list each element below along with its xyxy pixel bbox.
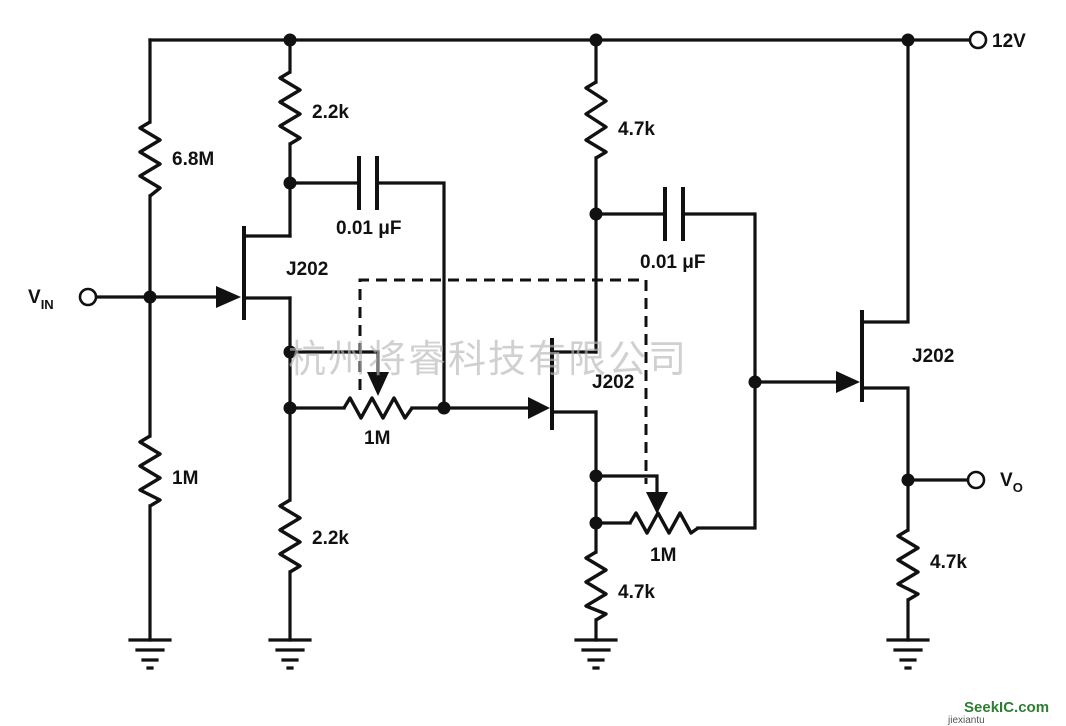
- capacitors: [357, 156, 685, 241]
- resistor-1m-input-label: 1M: [172, 468, 198, 489]
- junction-dot: [589, 207, 603, 221]
- stage3-source-column: [860, 386, 910, 642]
- vo-label: VO: [1000, 470, 1023, 495]
- gang-linkage: [358, 278, 648, 484]
- supply-terminal: [968, 30, 988, 50]
- capacitor-2-plates: [663, 187, 685, 241]
- grounds: [128, 638, 930, 670]
- junction-dot: [437, 401, 451, 415]
- jfet-1-label: J202: [286, 259, 328, 280]
- stage3-drain-column: [860, 38, 910, 324]
- watermark-text: 杭州将睿科技有限公司: [288, 337, 688, 381]
- jfet-3-label: J202: [912, 346, 954, 367]
- vin-label: VIN: [28, 287, 54, 312]
- jfet-1-gate-arrow-icon: [216, 286, 241, 308]
- ground-icon: [128, 638, 172, 670]
- pot1-wiper-arrow-icon: [367, 372, 389, 396]
- resistor-4-7k-output: [896, 528, 920, 602]
- junctions: [143, 33, 915, 530]
- resistor-6-8m: [138, 120, 162, 198]
- junction-dot: [589, 469, 603, 483]
- junction-dot: [901, 33, 915, 47]
- resistor-6-8m-label: 6.8M: [172, 149, 214, 170]
- resistor-2-2k-bottom: [278, 498, 302, 574]
- labels: 12V VIN VO 6.8M 1M 2.2k 2.2k 0.01 μF J20…: [28, 31, 1026, 603]
- site-logo-sub: jiexiantu: [947, 715, 985, 726]
- ground-icon: [574, 638, 618, 670]
- resistor-4-7k-top-label: 4.7k: [618, 119, 655, 140]
- jfet-2-label: J202: [592, 372, 634, 393]
- vin-terminal: [78, 287, 98, 307]
- c1-lead-right: [375, 181, 446, 410]
- jfet-2: [528, 338, 598, 430]
- capacitor-2-label: 0.01 μF: [640, 252, 706, 273]
- resistor-2-2k-bottom-label: 2.2k: [312, 528, 349, 549]
- junction-dot: [283, 345, 297, 359]
- potentiometer-2-label: 1M: [650, 545, 676, 566]
- site-logo: SeekIC.com: [964, 699, 1049, 716]
- capacitor-1-label: 0.01 μF: [336, 218, 402, 239]
- junction-dot: [283, 33, 297, 47]
- capacitor-1-plates: [357, 156, 379, 210]
- junction-dot: [748, 375, 762, 389]
- resistor-1m-input: [138, 434, 162, 508]
- junction-dot: [589, 33, 603, 47]
- junction-dot: [143, 290, 157, 304]
- junction-dot: [901, 473, 915, 487]
- resistors: [138, 70, 920, 622]
- jfet-3-gate-arrow-icon: [836, 371, 860, 393]
- pot2-wiper-tie: [594, 474, 659, 494]
- resistor-4-7k-bottom: [584, 550, 608, 622]
- ground-icon: [886, 638, 930, 670]
- jfet-2-gate-arrow-icon: [528, 397, 550, 419]
- c2-lead-right: [681, 212, 757, 530]
- junction-dot: [589, 516, 603, 530]
- resistor-4-7k-top: [584, 80, 608, 160]
- potentiometer-1-label: 1M: [364, 428, 390, 449]
- potentiometer-2-body: [628, 511, 699, 535]
- ground-icon: [268, 638, 312, 670]
- jfet-1: [216, 226, 292, 320]
- jfet-3: [836, 310, 864, 402]
- resistor-4-7k-bottom-label: 4.7k: [618, 582, 655, 603]
- supply-label: 12V: [992, 31, 1026, 52]
- vo-terminal: [966, 470, 986, 490]
- resistor-4-7k-output-label: 4.7k: [930, 552, 967, 573]
- resistor-2-2k-top: [278, 70, 302, 146]
- resistor-2-2k-top-label: 2.2k: [312, 102, 349, 123]
- potentiometer-1-body: [342, 396, 414, 420]
- pot1-wiper-tie: [288, 350, 380, 374]
- junction-dot: [283, 401, 297, 415]
- pot2-wiper-arrow-icon: [646, 492, 668, 514]
- junction-dot: [283, 176, 297, 190]
